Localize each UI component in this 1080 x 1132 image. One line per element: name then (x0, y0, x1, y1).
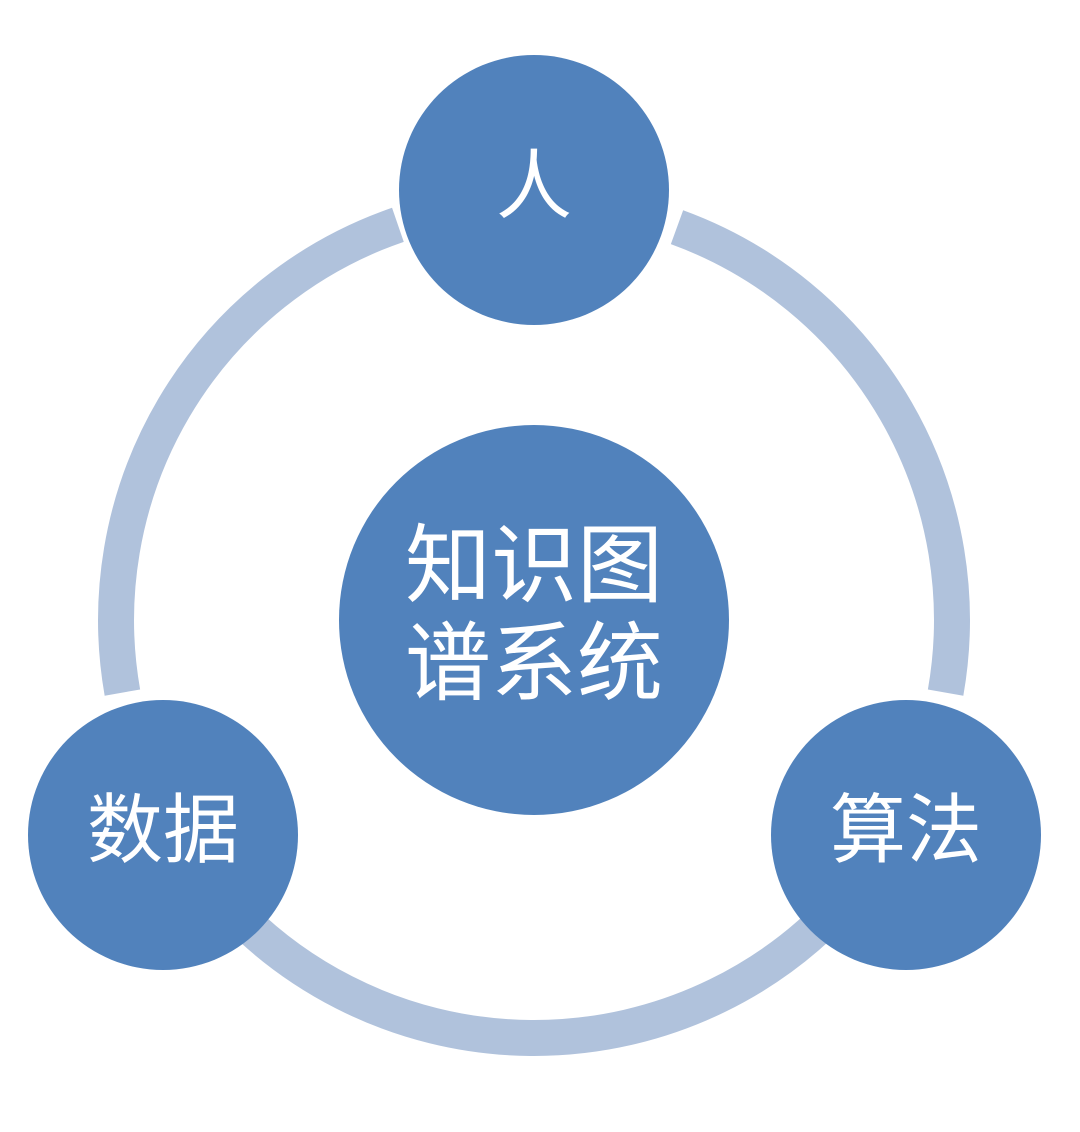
node-center-circle (339, 425, 729, 815)
node-center-label-line1: 知识图 (405, 516, 663, 616)
node-data-label: 数据 (87, 786, 239, 875)
node-person-circle (399, 55, 669, 325)
node-algorithm-label: 算法 (830, 786, 982, 875)
ring-arc-left-top (98, 207, 404, 696)
node-center: 知识图 谱系统 (339, 425, 729, 815)
node-data: 数据 (28, 700, 298, 970)
ring-arc-bottom (195, 871, 868, 1056)
node-center-label-line2: 谱系统 (405, 614, 663, 714)
node-data-circle (28, 700, 298, 970)
ring-arc-top-right (670, 210, 970, 696)
node-person-label: 人 (496, 142, 572, 231)
node-person: 人 (399, 55, 669, 325)
node-algorithm-circle (771, 700, 1041, 970)
node-algorithm: 算法 (771, 700, 1041, 970)
